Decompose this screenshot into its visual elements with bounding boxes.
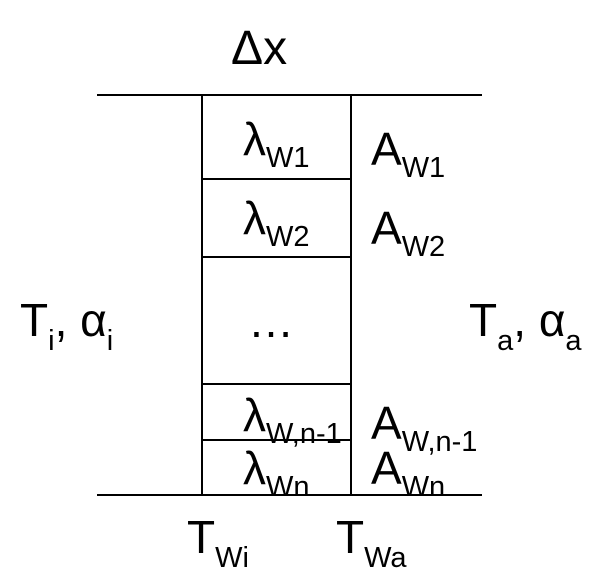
layers-ellipsis: … [248,295,294,347]
lambda-subscript: W1 [266,142,310,174]
lambda-symbol: λ [243,389,266,441]
lambda-subscript: Wn [266,471,310,503]
area-symbol: A [371,202,402,254]
layer-1-area: AW1 [371,126,445,183]
inside-alpha-subscript: i [106,325,114,357]
layer-n-area: AWn [371,445,445,502]
outside-temperature-subscript: a [497,325,514,357]
inside-separator: , [54,294,81,346]
inner-wall-temperature-symbol: T [187,511,216,563]
area-subscript: W2 [401,231,446,263]
outside-temperature-symbol: T [469,294,498,346]
area-symbol: A [371,123,402,175]
inside-alpha-symbol: α [80,294,107,346]
area-symbol: A [371,442,402,494]
inner-wall-temperature-subscript: Wi [215,542,249,574]
lambda-subscript: W,n-1 [266,418,342,450]
outer-wall-temperature: TWa [336,514,407,573]
area-symbol: A [371,397,402,449]
area-subscript: W,n-1 [401,426,478,458]
inside-temperature-subscript: i [48,325,55,357]
layer-1-conductivity: λW1 [243,116,310,173]
layer-n-1-conductivity: λW,n-1 [243,392,342,449]
inner-wall-temperature: TWi [187,514,249,573]
layer-n-conductivity: λWn [243,445,310,502]
layer-n-1-area: AW,n-1 [371,400,477,457]
layer-2-area: AW2 [371,205,445,262]
lambda-symbol: λ [243,442,266,494]
lambda-symbol: λ [243,192,266,244]
outer-wall-temperature-symbol: T [336,511,365,563]
outside-separator: , [513,294,539,346]
lambda-symbol: λ [243,113,266,165]
lambda-subscript: W2 [266,221,310,253]
area-subscript: Wn [401,471,446,503]
thickness-label: Δx [231,22,288,75]
layer-2-conductivity: λW2 [243,195,310,252]
outer-wall-temperature-subscript: Wa [364,542,407,574]
outside-conditions-label: Ta, αa [469,297,582,356]
outside-alpha-subscript: a [565,325,582,357]
area-subscript: W1 [401,152,446,184]
inside-temperature-symbol: T [20,294,49,346]
outside-alpha-symbol: α [538,294,566,346]
inside-conditions-label: Ti, αi [20,297,113,356]
